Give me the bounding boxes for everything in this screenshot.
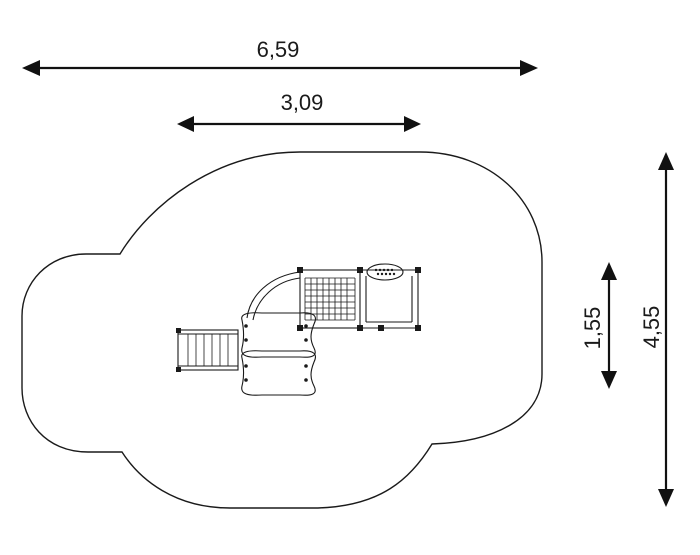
game-panel — [366, 263, 404, 281]
climbing-net — [297, 267, 363, 331]
arrow-down-icon — [658, 489, 674, 507]
safety-area-outline — [21, 151, 543, 509]
curved-rail — [246, 271, 301, 319]
arrow-left-icon — [177, 116, 194, 132]
arrow-right-icon — [404, 116, 421, 132]
play-equipment — [176, 263, 421, 396]
arrow-right-icon — [520, 60, 538, 76]
ladder — [176, 328, 239, 372]
structure-depth-label: 1,55 — [580, 307, 605, 350]
structure-depth-dimension: 1,55 — [580, 262, 617, 389]
structure-width-dimension: 3,09 — [177, 90, 421, 132]
arrow-up-icon — [601, 262, 617, 280]
arrow-left-icon — [22, 60, 40, 76]
arrow-up-icon — [658, 152, 674, 170]
overall-width-dimension: 6,59 — [22, 37, 538, 76]
arrow-down-icon — [601, 371, 617, 389]
tower-frame — [360, 267, 421, 331]
structure-width-label: 3,09 — [281, 90, 324, 115]
platform-panels — [241, 312, 317, 396]
overall-depth-label: 4,55 — [639, 306, 664, 349]
overall-depth-dimension: 4,55 — [639, 152, 674, 507]
overall-width-label: 6,59 — [257, 37, 300, 62]
